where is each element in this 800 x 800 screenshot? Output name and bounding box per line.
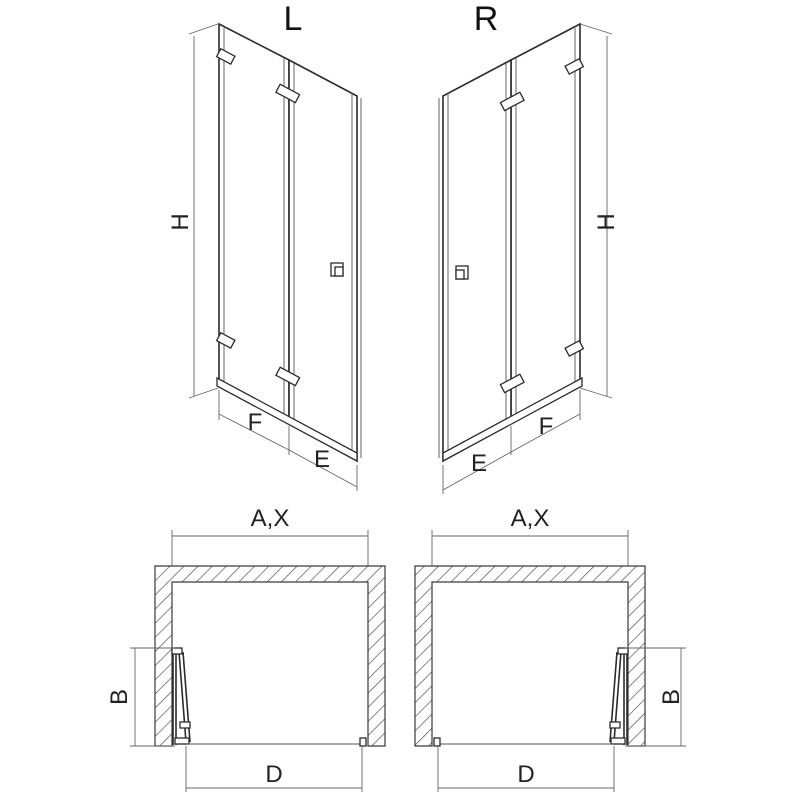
panel-width-label-right: F [539, 413, 554, 440]
wall-hinge-top-left-icon [215, 47, 236, 66]
view-label-right: R [474, 0, 499, 38]
panel-hinge-top-right-icon [499, 91, 525, 112]
panel-width-dimension-left: F E [218, 390, 358, 491]
width-label-right-plan: A,X [511, 505, 550, 532]
hinged-panel-right [442, 58, 512, 463]
height-dimension-left: H [167, 23, 219, 399]
panel-width-dimension-right: F E [442, 390, 581, 494]
panel-hinge-bottom-left-icon [275, 366, 301, 387]
height-label-left: H [167, 213, 194, 230]
entry-label-right-plan: D [517, 761, 534, 788]
bottom-profile-left [216, 376, 358, 463]
depth-label-right-plan: B [658, 689, 685, 705]
bottom-profile-right [442, 376, 583, 463]
folded-door-left-plan [171, 647, 367, 747]
depth-dimension-right-plan: B [625, 647, 686, 747]
width-label-left-plan: A,X [251, 505, 290, 532]
height-label-right: H [593, 213, 620, 230]
wall-outline-left-plan [154, 565, 386, 747]
door-knob-left-icon [330, 262, 344, 277]
view-label-left: L [284, 0, 303, 38]
wall-hinge-bottom-left-icon [215, 331, 236, 350]
extension-label-right: E [471, 450, 487, 477]
left-plan-view: A,X B D [106, 505, 386, 792]
panel-width-label-left: F [248, 409, 263, 436]
depth-label-left-plan: B [106, 689, 133, 705]
extension-label-left: E [314, 446, 330, 473]
wall-outline-right-plan [414, 565, 646, 747]
width-dimension-right-plan: A,X [431, 505, 629, 566]
right-door-view: R H F E [438, 0, 620, 494]
left-door-view: L H [167, 0, 362, 491]
right-plan-view: A,X B D [414, 505, 686, 792]
hinged-panel-left [288, 58, 358, 463]
entry-dimension-left-plan: D [185, 746, 363, 792]
panel-hinge-bottom-right-icon [499, 373, 525, 394]
wall-hinge-top-right-icon [564, 57, 585, 76]
width-dimension-left-plan: A,X [171, 505, 369, 566]
fixed-panel-left [218, 22, 290, 425]
height-dimension-right: H [579, 23, 620, 399]
entry-dimension-right-plan: D [437, 746, 615, 792]
door-knob-right-icon [455, 265, 469, 280]
folded-door-right-plan [433, 647, 629, 747]
wall-hinge-bottom-right-icon [564, 339, 585, 358]
panel-hinge-top-left-icon [275, 83, 301, 104]
entry-label-left-plan: D [265, 761, 282, 788]
fixed-panel-right [510, 22, 581, 425]
depth-dimension-left-plan: B [106, 647, 175, 747]
